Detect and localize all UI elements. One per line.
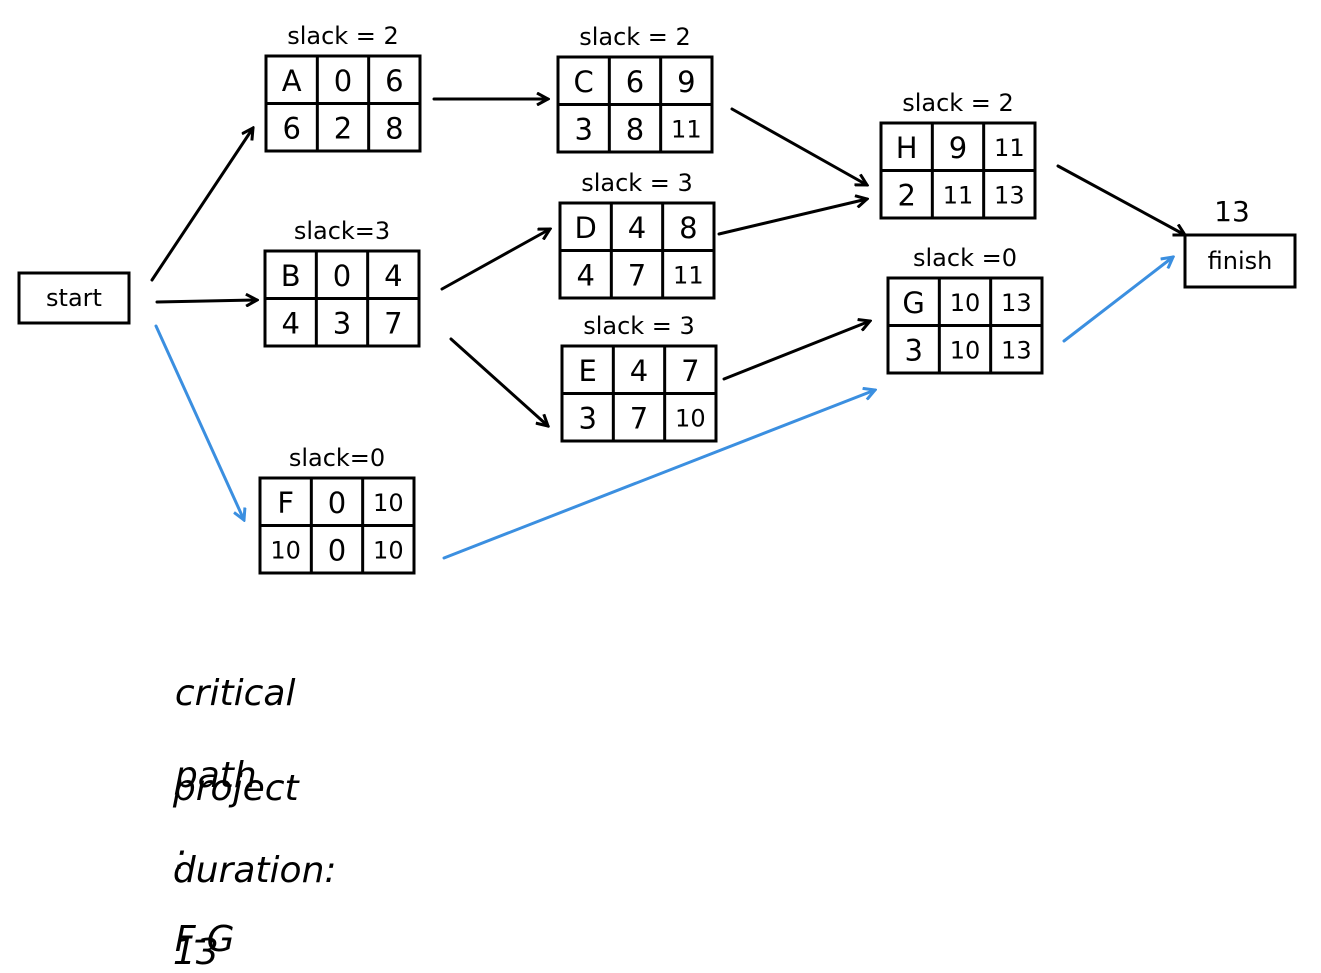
cell-f-3: 10	[270, 536, 301, 564]
start-node: start	[17, 271, 131, 325]
slack-label-g: slack =0	[913, 244, 1017, 272]
cell-e-3: 3	[578, 401, 596, 435]
cell-h-4: 11	[943, 181, 974, 209]
cell-b-0: B	[281, 259, 301, 293]
cell-d-2: 8	[679, 211, 697, 245]
cell-g-0: G	[902, 286, 924, 320]
edge-b-e	[449, 337, 548, 426]
cell-d-1: 4	[628, 211, 646, 245]
cell-g-3: 3	[904, 333, 922, 367]
cell-a-1: 0	[334, 64, 352, 98]
cell-b-1: 0	[333, 259, 351, 293]
cell-d-4: 7	[628, 258, 646, 292]
cell-d-3: 4	[576, 258, 594, 292]
slack-label-h: slack = 2	[902, 89, 1014, 117]
slack-label-c: slack = 2	[579, 23, 691, 51]
project-duration-note: project duration: 13	[150, 727, 337, 973]
path-label: path	[174, 755, 257, 796]
cell-e-2: 7	[681, 354, 699, 388]
cell-e-0: E	[579, 354, 597, 388]
cell-d-0: D	[574, 211, 596, 245]
cell-b-3: 4	[281, 306, 299, 340]
duration-word: duration:	[172, 850, 337, 891]
activity-node-g: G 10 13 3 10 13 slack =0	[886, 244, 1044, 375]
cell-g-1: 10	[950, 289, 981, 317]
slack-label-f: slack=0	[289, 444, 385, 472]
slack-label-e: slack = 3	[583, 312, 695, 340]
cell-h-3: 2	[897, 178, 915, 212]
edge-h-finish	[1056, 164, 1185, 235]
finish-node: finish 13	[1183, 195, 1297, 289]
slack-label-a: slack = 2	[287, 22, 399, 50]
cell-g-2: 13	[1001, 289, 1032, 317]
cell-f-5: 10	[373, 536, 404, 564]
cell-c-5: 11	[671, 115, 702, 143]
duration-label: project	[172, 768, 299, 809]
edge-start-a	[150, 128, 253, 282]
cell-g-5: 13	[1001, 336, 1032, 364]
edge-g-finish	[1062, 257, 1173, 343]
cell-h-5: 13	[994, 181, 1025, 209]
finish-label: finish	[1208, 247, 1273, 275]
cell-a-2: 6	[385, 64, 403, 98]
cell-a-5: 8	[385, 111, 403, 145]
slack-label-b: slack=3	[294, 217, 390, 245]
edge-c-h	[730, 107, 867, 185]
finish-time-label: 13	[1214, 195, 1250, 228]
cell-h-0: H	[896, 131, 918, 165]
cell-h-1: 9	[949, 131, 967, 165]
cell-f-2: 10	[373, 489, 404, 517]
cell-b-4: 3	[333, 306, 351, 340]
cell-c-1: 6	[626, 65, 644, 99]
cell-c-0: C	[574, 65, 594, 99]
edges-layer	[150, 99, 1185, 560]
start-box	[17, 271, 131, 325]
duration-value: 13	[172, 932, 219, 973]
critical-label: critical	[174, 673, 296, 714]
cell-e-5: 10	[675, 404, 706, 432]
edge-start-b	[155, 300, 257, 302]
edge-d-h	[717, 199, 867, 236]
cell-g-4: 10	[950, 336, 981, 364]
cell-d-5: 11	[673, 261, 704, 289]
cell-c-2: 9	[677, 65, 695, 99]
cell-f-1: 0	[328, 486, 346, 520]
cell-c-3: 3	[574, 112, 592, 146]
finish-box	[1183, 233, 1297, 289]
edge-b-d	[440, 229, 550, 291]
cell-e-4: 7	[630, 401, 648, 435]
edge-e-g	[722, 321, 870, 381]
edge-start-f	[154, 324, 244, 520]
cell-f-0: F	[277, 486, 294, 520]
cell-h-2: 11	[994, 134, 1025, 162]
cell-c-4: 8	[626, 112, 644, 146]
cell-a-0: A	[282, 64, 302, 98]
cell-a-3: 6	[282, 111, 300, 145]
cell-f-4: 0	[328, 533, 346, 567]
slack-label-d: slack = 3	[581, 169, 693, 197]
cell-b-5: 7	[384, 306, 402, 340]
cell-b-2: 4	[384, 259, 402, 293]
start-label: start	[46, 284, 102, 312]
cell-e-1: 4	[630, 354, 648, 388]
cell-a-4: 2	[334, 111, 352, 145]
edge-f-g	[442, 390, 875, 560]
